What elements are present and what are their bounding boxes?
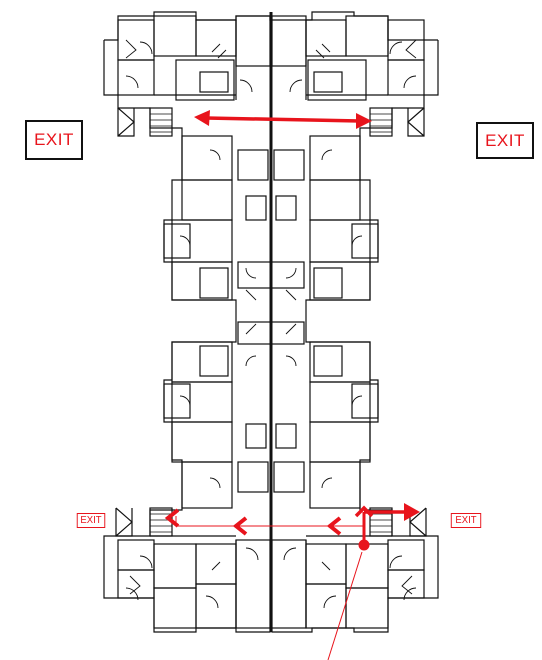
exit-sign-right-upper: EXIT [476,122,534,159]
central-wall [235,12,307,632]
exit-label: EXIT [485,130,525,150]
exit-sign-left-lower: EXIT [76,513,106,528]
exit-sign-right-lower: EXIT [450,513,482,528]
door-swings [125,41,417,609]
bottom-route [164,503,420,660]
exit-label: EXIT [80,515,102,526]
exit-sign-left-upper: EXIT [25,120,83,160]
top-double-arrow [194,110,372,129]
exit-label: EXIT [455,515,477,526]
evacuation-routes [164,110,420,660]
exit-label: EXIT [34,130,74,149]
closet-marks [125,39,417,595]
